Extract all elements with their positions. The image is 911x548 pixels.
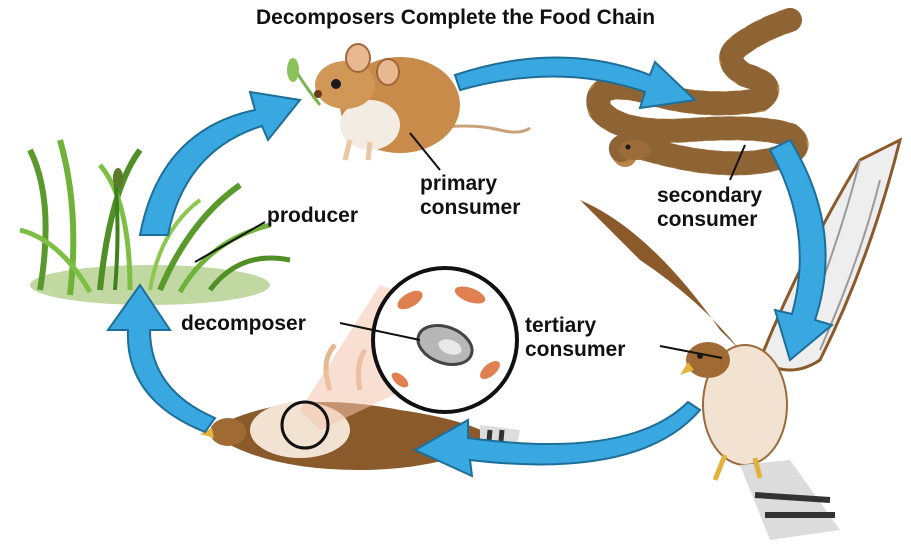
primary-consumer-label-line1: primary bbox=[420, 172, 520, 196]
secondary-consumer-label-line2: consumer bbox=[657, 208, 762, 232]
tertiary-consumer-label: tertiary consumer bbox=[525, 314, 625, 362]
arrow-primary-to-secondary bbox=[455, 58, 695, 109]
primary-consumer-label-line2: consumer bbox=[420, 196, 520, 220]
tertiary-consumer-label-line1: tertiary bbox=[525, 314, 625, 338]
tertiary-consumer-label-line2: consumer bbox=[525, 338, 625, 362]
secondary-consumer-label-line1: secondary bbox=[657, 184, 762, 208]
secondary-consumer-label: secondary consumer bbox=[657, 184, 762, 232]
primary-consumer-label: primary consumer bbox=[420, 172, 520, 220]
diagram-title: Decomposers Complete the Food Chain bbox=[0, 6, 911, 30]
arrow-decomposer-to-producer bbox=[108, 285, 215, 432]
producer-label-text: producer bbox=[267, 204, 358, 227]
mouse-illustration bbox=[287, 44, 530, 160]
producer-leader-line bbox=[195, 222, 265, 262]
arrow-secondary-to-tertiary bbox=[770, 140, 832, 360]
decomposer-label-text: decomposer bbox=[181, 312, 306, 335]
arrow-tertiary-to-decomposer bbox=[415, 402, 700, 476]
decomposer-label: decomposer bbox=[181, 312, 306, 336]
producer-label: producer bbox=[267, 204, 358, 228]
snake-illustration bbox=[598, 20, 796, 163]
